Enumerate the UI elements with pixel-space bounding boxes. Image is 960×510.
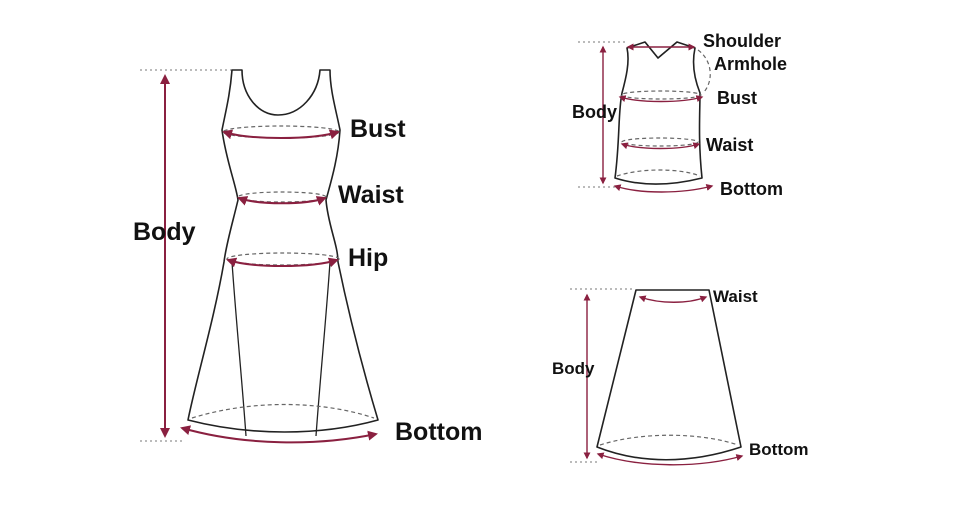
dress-bust-arrow — [222, 129, 340, 140]
dress-bottom-label: Bottom — [395, 418, 482, 446]
top-bottom-label: Bottom — [720, 179, 783, 199]
skirt-bottom-arrow — [596, 452, 744, 466]
top-body-label: Body — [572, 102, 617, 122]
top-waist-arrow — [620, 142, 701, 150]
dress-seam-right — [315, 261, 331, 437]
top-bust-label: Bust — [717, 88, 757, 108]
skirt-diagram: Waist Body Bottom — [552, 287, 808, 466]
dress-hem-back — [191, 403, 375, 419]
dress-bust-label: Bust — [350, 115, 406, 143]
skirt-outline — [596, 289, 742, 461]
top-diagram: Shoulder Armhole Body Bust Waist Bottom — [572, 31, 787, 199]
top-hem-back — [616, 169, 701, 177]
top-shoulder-label: Shoulder — [703, 31, 781, 51]
skirt-body-label: Body — [552, 359, 595, 378]
dress-waist-label: Waist — [338, 181, 404, 209]
skirt-hem-back — [599, 434, 739, 446]
skirt-bottom-label: Bottom — [749, 440, 808, 459]
dress-waist-arrow — [237, 196, 327, 206]
dress-body-label: Body — [133, 218, 196, 246]
top-bottom-arrow — [613, 184, 714, 193]
skirt-waist-arrow — [638, 295, 708, 303]
dress-hip-arrow — [226, 257, 339, 268]
dress-seam-left — [231, 261, 247, 437]
top-armhole-curve — [697, 49, 711, 93]
top-neckline — [644, 41, 678, 59]
dress-hip-label: Hip — [348, 244, 388, 272]
top-outline — [614, 41, 703, 185]
top-waist-label: Waist — [706, 135, 753, 155]
top-bust-arrow — [618, 95, 704, 103]
top-bust-ellipse — [620, 90, 702, 100]
top-armhole-label: Armhole — [714, 54, 787, 74]
skirt-waist-label: Waist — [713, 287, 758, 306]
dress-bottom-arrow — [180, 425, 378, 444]
dress-diagram: Bust Waist Hip Body Bottom — [133, 69, 482, 446]
top-waist-ellipse — [621, 137, 699, 147]
